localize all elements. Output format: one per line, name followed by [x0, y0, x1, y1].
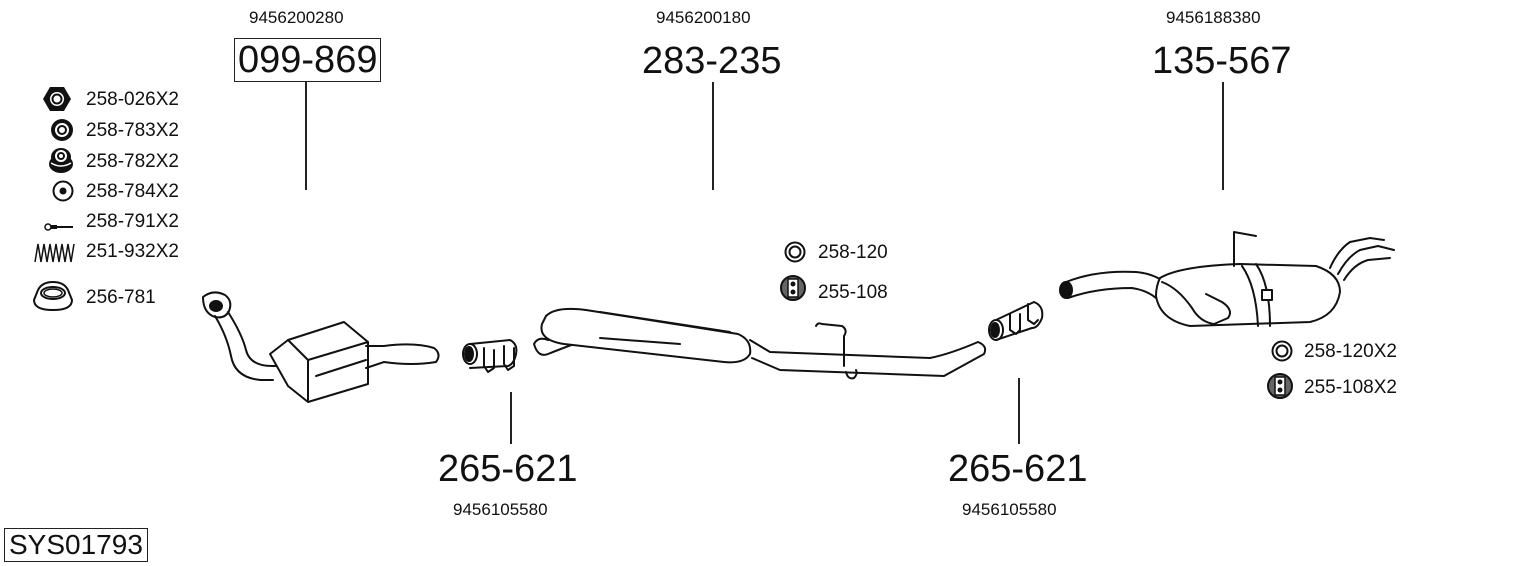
legend-label-spring: 251-932X2	[86, 241, 179, 262]
rubber-mount-icon	[780, 275, 806, 301]
rear-silencer-drawing	[1059, 231, 1395, 327]
part-number-catalytic[interactable]: 099-869	[234, 38, 382, 82]
middle-silencer-drawing	[533, 307, 987, 380]
accessory-label-rubber-ring: 258-120	[818, 242, 888, 263]
pipe-connector-1-drawing	[462, 339, 518, 373]
leader-line-middle-silencer	[712, 82, 714, 190]
hex-nut-icon	[43, 87, 71, 111]
legend-label-gasket: 256-781	[86, 287, 156, 308]
part-number-rear-silencer[interactable]: 135-567	[1152, 40, 1292, 82]
accessory-label-rubber-mount-x2: 255-108X2	[1304, 377, 1397, 398]
legend-label-spring-washer: 258-782X2	[86, 151, 179, 172]
oem-number-rear-silencer: 9456188380	[1166, 8, 1261, 27]
rubber-ring-icon	[1271, 340, 1293, 362]
legend-label-washer-flat: 258-784X2	[86, 181, 179, 202]
washer-flat-icon	[52, 180, 74, 202]
leader-line-rear-silencer	[1222, 82, 1224, 190]
oem-number-connector-2: 9456105580	[962, 500, 1057, 519]
part-number-connector-2[interactable]: 265-621	[948, 448, 1088, 490]
oem-number-middle-silencer: 9456200180	[656, 8, 751, 27]
washer-thick-icon	[51, 119, 73, 141]
oem-number-connector-1: 9456105580	[453, 500, 548, 519]
spring-icon	[34, 243, 75, 263]
legend-label-hex-nut: 258-026X2	[86, 89, 179, 110]
legend-label-washer-thick: 258-783X2	[86, 120, 179, 141]
oem-number-catalytic: 9456200280	[249, 8, 344, 27]
rubber-mount-icon	[1267, 373, 1293, 399]
pipe-connector-2-drawing	[988, 301, 1044, 341]
leader-line-connector-2	[1018, 378, 1020, 444]
rubber-ring-icon	[784, 241, 806, 263]
accessory-label-rubber-ring-x2: 258-120X2	[1304, 341, 1397, 362]
accessory-label-rubber-mount: 255-108	[818, 282, 888, 303]
part-number-connector-1[interactable]: 265-621	[438, 448, 578, 490]
part-number-middle-silencer[interactable]: 283-235	[642, 40, 782, 82]
leader-line-catalytic	[305, 82, 307, 190]
gasket-ring-icon	[32, 280, 74, 312]
bolt-icon	[44, 223, 73, 231]
catalytic-converter-drawing	[202, 291, 440, 403]
system-code: SYS01793	[4, 528, 148, 562]
spring-washer-stack-icon	[49, 148, 73, 173]
legend-label-bolt: 258-791X2	[86, 211, 179, 232]
leader-line-connector-1	[510, 392, 512, 444]
